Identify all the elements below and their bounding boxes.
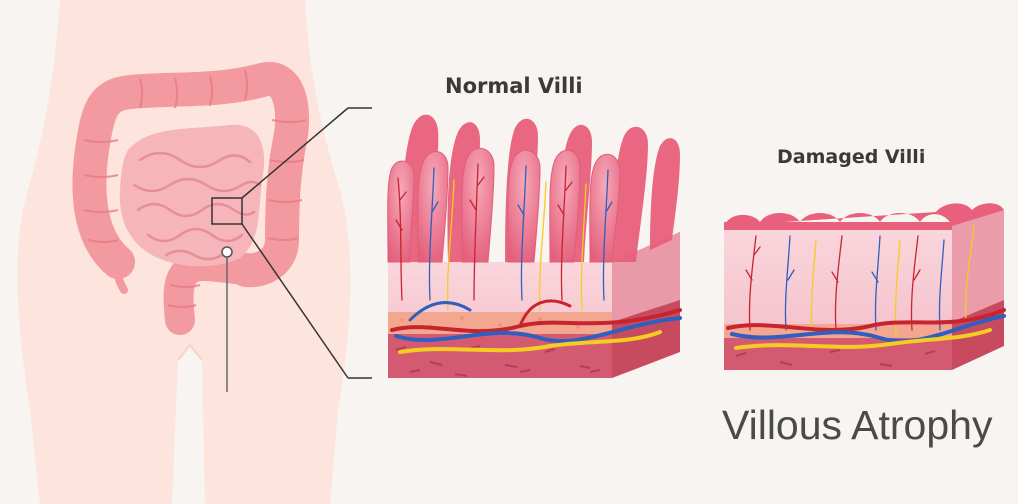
- damaged-villi-block: [724, 203, 1004, 370]
- diagram-caption: Villous Atrophy: [722, 402, 992, 449]
- normal-villi-label: Normal Villi: [445, 74, 583, 98]
- normal-villi-block: [388, 115, 680, 378]
- damaged-villi-label: Damaged Villi: [777, 146, 925, 168]
- small-intestine: [120, 125, 264, 266]
